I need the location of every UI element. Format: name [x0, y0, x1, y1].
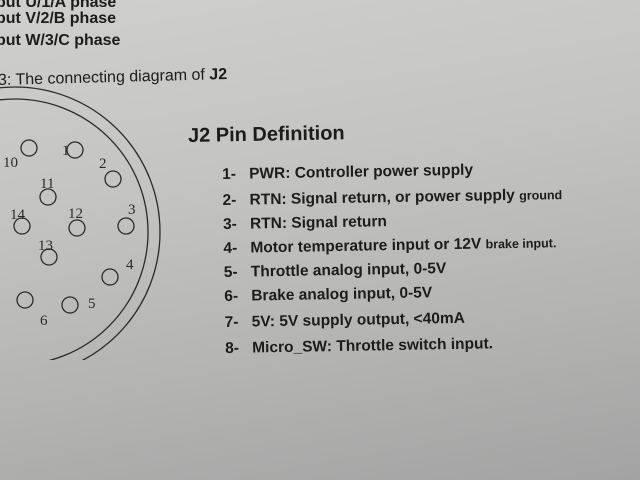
pin-number: 5- — [223, 263, 238, 281]
pin-10-hole — [20, 139, 38, 157]
doc-line: put V/2/B phase — [0, 10, 117, 27]
connector-outer-ring — [0, 86, 161, 360]
pin-label: 1 — [62, 143, 70, 159]
pin-definition-row: 5- Throttle analog input, 0-5V — [224, 260, 447, 282]
pin-13-hole — [40, 248, 58, 266]
doc-line: put W/3/C phase — [0, 32, 121, 49]
pin-label: 6 — [40, 313, 48, 329]
pin-definition-row: 3- RTN: Signal return — [223, 213, 387, 234]
pin-label: 14 — [10, 207, 26, 223]
pin-number: 8- — [225, 339, 240, 357]
pin-description-suffix: ground — [519, 188, 563, 203]
pin-number: 6- — [224, 287, 239, 305]
connector-inner-ring — [0, 98, 149, 360]
pin-number: 1- — [222, 165, 237, 183]
section-heading: J2 Pin Definition — [187, 122, 345, 147]
pin-number: 4- — [223, 239, 238, 257]
pin-definition-row: 8- Micro_SW: Throttle switch input. — [225, 335, 493, 358]
pin-label: 4 — [126, 257, 134, 273]
pin-description-suffix: brake input. — [485, 236, 557, 252]
pin-label: 5 — [88, 296, 96, 312]
pin-description: Motor temperature input or 12V — [250, 235, 486, 257]
doc-line: put U/1/A phase — [0, 0, 117, 11]
pin-4-hole — [101, 268, 119, 286]
pin-description: Micro_SW: Throttle switch input. — [252, 335, 494, 357]
pin-definition-row: 4- Motor temperature input or 12V brake i… — [223, 234, 556, 258]
pin-6-hole — [16, 291, 34, 309]
pin-label: 3 — [128, 202, 136, 218]
pin-description: Throttle analog input, 0-5V — [250, 260, 447, 281]
caption-ref: J2 — [209, 66, 228, 84]
pin-12-hole — [68, 219, 86, 237]
pin-14-hole — [13, 217, 31, 235]
pin-number: 2- — [222, 191, 237, 209]
pin-definition-row: 7- 5V: 5V supply output, <40mA — [225, 310, 465, 332]
pin-1-hole — [66, 141, 84, 159]
pin-definition-row: 1- PWR: Controller power supply — [222, 162, 473, 184]
pin-number: 3- — [222, 215, 237, 233]
pin-label: 12 — [68, 206, 83, 222]
pin-label: 10 — [3, 155, 18, 171]
pin-label: 13 — [38, 238, 53, 254]
pin-definition-row: 2- RTN: Signal return, or power supply gr… — [222, 186, 562, 210]
pin-2-hole — [104, 170, 122, 188]
pin-description: 5V: 5V supply output, <40mA — [251, 309, 466, 331]
pin-description: RTN: Signal return — [249, 213, 388, 233]
pin-number: 7- — [224, 313, 239, 331]
pin-3-hole — [117, 217, 135, 235]
pin-5-hole — [61, 296, 79, 314]
pin-description: RTN: Signal return, or power supply — [249, 186, 520, 209]
pin-label: 2 — [99, 156, 107, 172]
pin-definition-row: 6- Brake analog input, 0-5V — [224, 284, 432, 306]
pin-description: Brake analog input, 0-5V — [251, 284, 433, 305]
pin-label: 11 — [40, 176, 54, 192]
pin-11-hole — [39, 188, 57, 206]
pin-description: PWR: Controller power supply — [248, 161, 474, 183]
